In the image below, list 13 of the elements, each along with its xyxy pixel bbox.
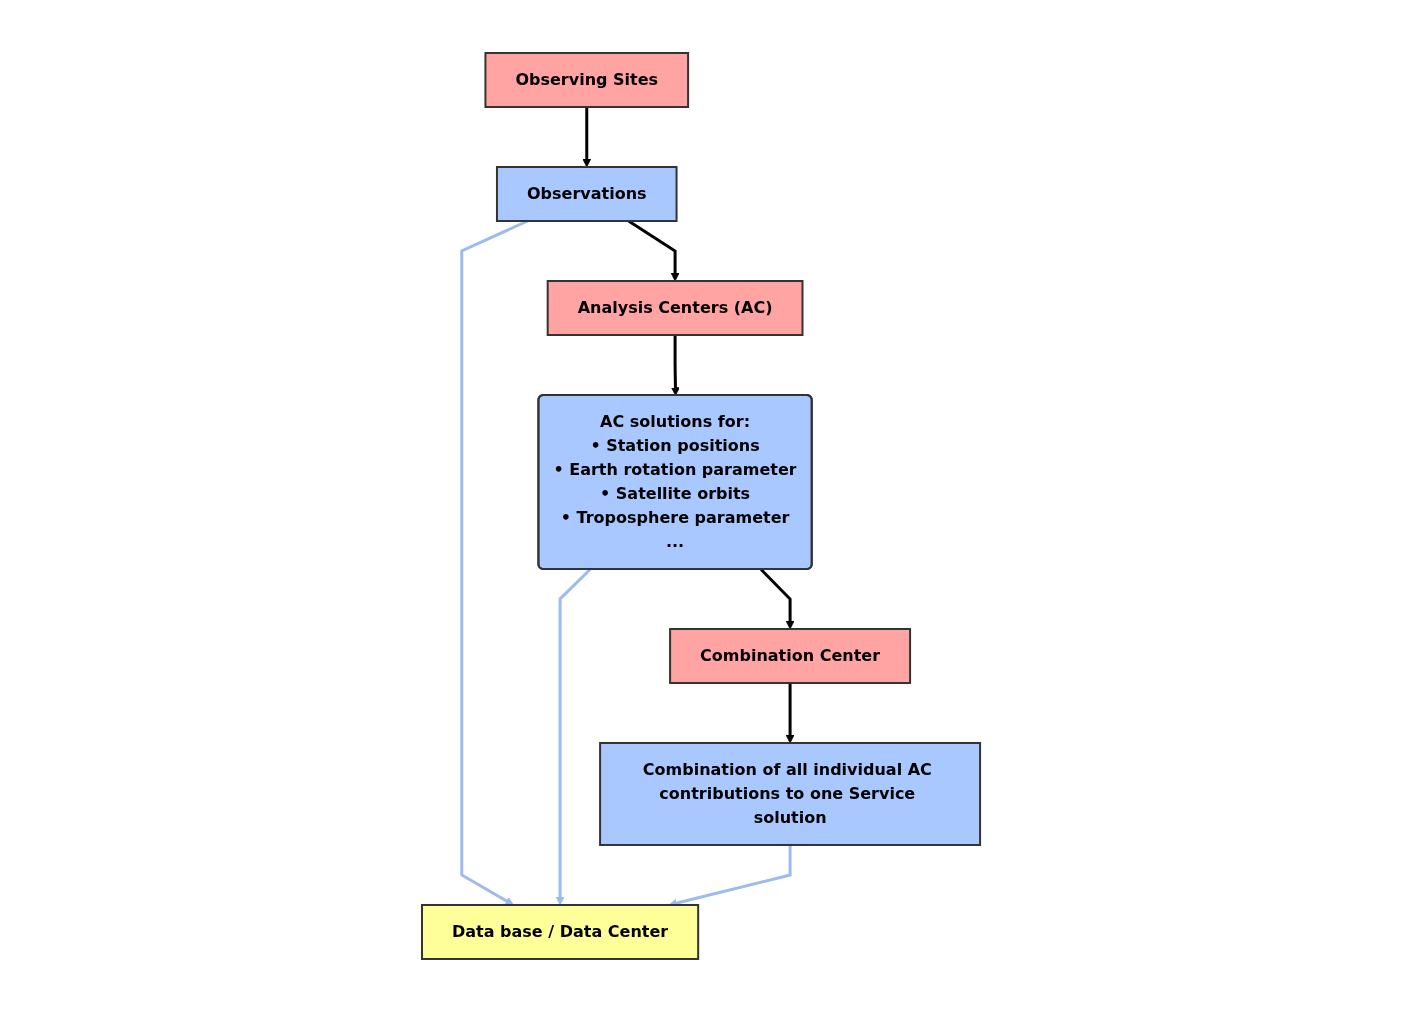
node-box: Observations — [496, 165, 678, 222]
arrow — [460, 219, 529, 905]
arrow — [582, 106, 592, 167]
arrow — [671, 334, 681, 396]
node-box: Observing Sites — [484, 51, 690, 108]
node-box: Analysis Centers (AC) — [547, 279, 804, 336]
node-box: Data base / Data Center — [421, 903, 700, 960]
arrow — [786, 682, 795, 743]
arrow — [556, 567, 592, 905]
node-box: Combination Center — [669, 627, 912, 684]
arrow — [760, 567, 795, 629]
arrow — [628, 219, 680, 281]
node-box: Combination of all individual AC contributions to one Service solution — [599, 741, 982, 846]
